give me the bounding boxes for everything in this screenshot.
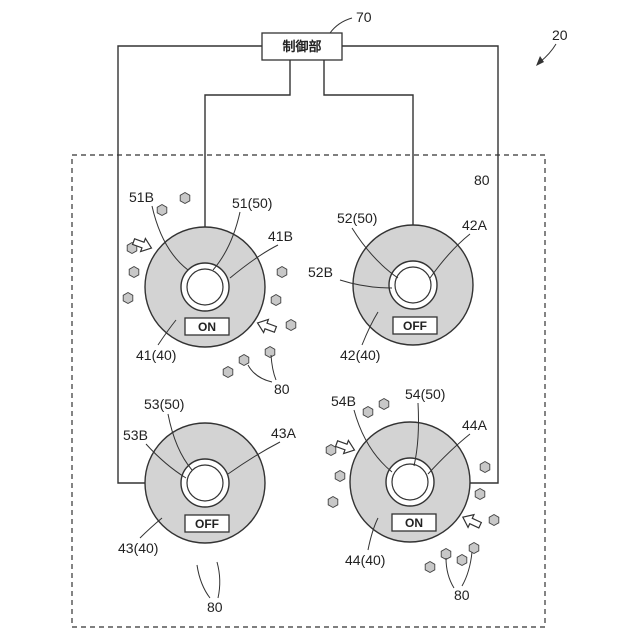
hexagon-particle-icon: [277, 267, 287, 278]
left-label-44: 54B: [331, 393, 356, 409]
particle-leader-2b: [217, 562, 220, 598]
region-ref-label: 80: [474, 172, 490, 188]
controller-label: 制御部: [282, 39, 321, 54]
hexagon-particle-icon: [475, 489, 485, 500]
right-label-42: 42A: [462, 217, 488, 233]
figure-ref-leader: [540, 44, 556, 62]
unit-label-42: 42(40): [340, 347, 380, 363]
unit-41: ON 51B 51(50) 41B 41(40): [129, 189, 293, 363]
hexagon-particle-icon: [457, 555, 467, 566]
hexagon-particle-icon: [335, 471, 345, 482]
hexagon-particle-icon: [286, 320, 296, 331]
particle-label-2: 80: [207, 599, 223, 615]
hexagon-particle-icon: [223, 367, 233, 378]
hexagon-particle-icon: [328, 497, 338, 508]
shaft-label-44: 54(50): [405, 386, 445, 402]
hexagon-particle-icon: [129, 267, 139, 278]
particle-leader-3a: [446, 558, 454, 588]
state-label-44: ON: [405, 516, 423, 530]
shaft-label-42: 52(50): [337, 210, 377, 226]
hollow-arrow-icon-3: [334, 437, 357, 457]
hexagon-particle-icon: [489, 515, 499, 526]
hub-ring-44: [392, 464, 428, 500]
hexagon-particle-icon: [469, 543, 479, 554]
hexagon-particle-icon: [379, 399, 389, 410]
unit-43: OFF 53(50) 53B 43A 43(40): [118, 396, 297, 556]
hexagon-particle-icon: [180, 193, 190, 204]
figure-ref-label: 20: [552, 27, 568, 43]
hexagon-particle-icon: [363, 407, 373, 418]
unit-label-44: 44(40): [345, 552, 385, 568]
state-label-42: OFF: [403, 319, 427, 333]
particle-leader-1a: [248, 365, 272, 382]
hexagon-particle-icon: [265, 347, 275, 358]
particle-label-1: 80: [274, 381, 290, 397]
hexagon-particle-icon: [239, 355, 249, 366]
particle-leader-1b: [271, 355, 276, 380]
figure-ref-arrowhead: [536, 56, 544, 66]
left-label-43: 53B: [123, 427, 148, 443]
unit-label-41: 41(40): [136, 347, 176, 363]
left-label-42: 52B: [308, 264, 333, 280]
hexagon-particle-icon: [123, 293, 133, 304]
hollow-arrow-icon-2: [255, 316, 278, 336]
right-label-43: 43A: [271, 425, 297, 441]
particle-leader-2a: [197, 565, 210, 598]
shaft-label-43: 53(50): [144, 396, 184, 412]
unit-leader-43: [140, 518, 162, 538]
hexagon-particle-icon: [441, 549, 451, 560]
hub-ring-42: [395, 267, 431, 303]
shaft-label-41: 51(50): [232, 195, 272, 211]
controller-ref-leader: [330, 18, 352, 33]
particle-label-3: 80: [454, 587, 470, 603]
hub-ring-41: [187, 269, 223, 305]
hexagon-particle-icon: [480, 462, 490, 473]
unit-44: ON 54B 54(50) 44A 44(40): [331, 386, 488, 568]
unit-42: OFF 52(50) 52B 42A 42(40): [308, 210, 488, 363]
hub-ring-43: [187, 465, 223, 501]
unit-label-43: 43(40): [118, 540, 158, 556]
left-label-41: 51B: [129, 189, 154, 205]
hexagon-particle-icon: [326, 445, 336, 456]
state-label-41: ON: [198, 320, 216, 334]
hexagon-particle-icon: [425, 562, 435, 573]
controller-ref-label: 70: [356, 9, 372, 25]
state-label-43: OFF: [195, 517, 219, 531]
hexagon-particle-icon: [271, 295, 281, 306]
right-label-44: 44A: [462, 417, 488, 433]
right-label-41: 41B: [268, 228, 293, 244]
hexagon-particle-icon: [157, 205, 167, 216]
hollow-arrow-icon-4: [460, 511, 483, 532]
